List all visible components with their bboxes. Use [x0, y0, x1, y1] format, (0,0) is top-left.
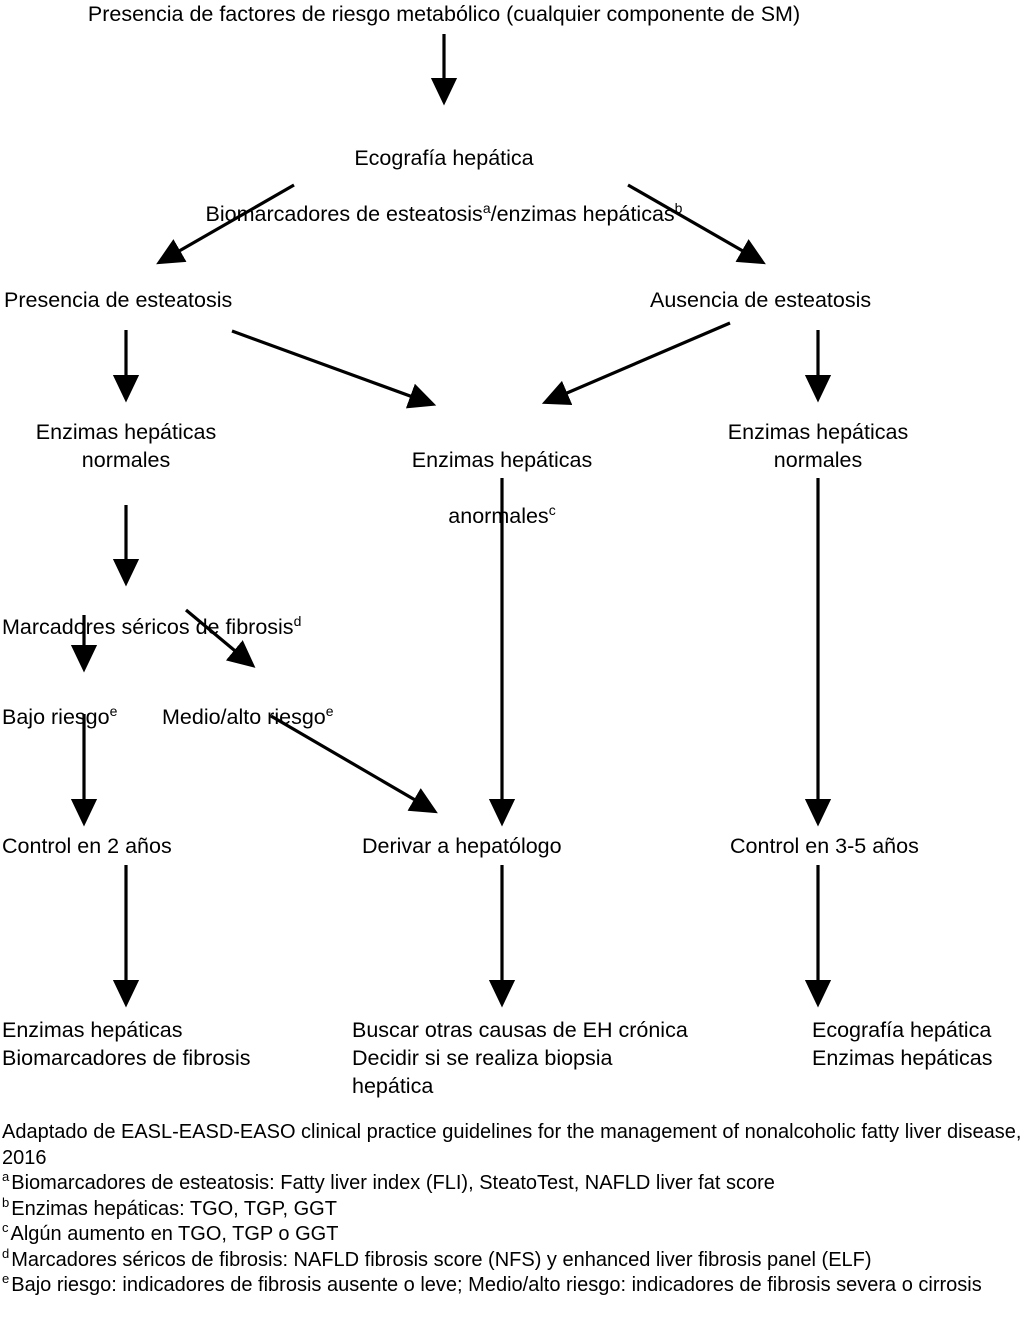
node-outcome-left: Enzimas hepáticas Biomarcadores de fibro…: [2, 1018, 251, 1070]
footnote-source: Adaptado de EASL-EASD-EASO clinical prac…: [2, 1121, 1022, 1169]
node-control-3-5-years: Control en 3-5 años: [730, 834, 919, 858]
node-outcome-mid: Buscar otras causas de EH crónica Decidi…: [352, 1018, 688, 1098]
footnote-text-b: Enzimas hepáticas: TGO, TGP, GGT: [11, 1197, 337, 1220]
node-steatosis-absent: Ausencia de esteatosis: [650, 288, 872, 312]
edge-ultrasound-to-steatosis-absent: [627, 183, 766, 265]
footnote-mark-a: a: [2, 1169, 10, 1185]
ultrasound-line-2-part-b: /enzimas hepáticas: [490, 202, 675, 226]
node-enzymes-normal-right: Enzimas hepáticas normales: [727, 420, 909, 472]
enzymes-abnormal-line-2: anormales: [448, 504, 549, 528]
node-steatosis-present: Presencia de esteatosis: [4, 288, 233, 312]
node-top-risk-factors: Presencia de factores de riesgo metabóli…: [87, 2, 801, 26]
footnote-mark-d: d: [2, 1245, 10, 1261]
node-control-2-years: Control en 2 años: [2, 834, 172, 858]
ultrasound-line-1: Ecografía hepática: [354, 146, 534, 170]
edge-steatosis-present-to-enzymes-abnormal: [231, 329, 437, 409]
edge-serum-markers-to-med-high-risk: [184, 608, 256, 668]
serum-markers-label: Marcadores séricos de fibrosis: [2, 615, 294, 639]
low-risk-label: Bajo riesgo: [2, 705, 110, 729]
footnote-text-a: Biomarcadores de esteatosis: Fatty liver…: [11, 1172, 775, 1194]
node-enzymes-normal-left: Enzimas hepáticas normales: [35, 420, 217, 472]
footnote-mark-b: b: [2, 1194, 10, 1210]
footnote-text-c: Algún aumento en TGO, TGP o GGT: [10, 1223, 339, 1245]
edge-med-high-risk-to-refer: [270, 714, 438, 814]
med-high-risk-label: Medio/alto riesgo: [162, 705, 326, 729]
edge-ultrasound-to-steatosis-present: [156, 183, 295, 265]
node-serum-fibrosis-markers: Marcadores séricos de fibrosisd: [2, 585, 422, 641]
enzymes-abnormal-line-1: Enzimas hepáticas: [411, 448, 593, 472]
ultrasound-line-2-part-a: Biomarcadores de esteatosis: [205, 202, 483, 226]
node-outcome-right: Ecografía hepática Enzimas hepáticas: [812, 1018, 993, 1070]
node-refer-hepatologist: Derivar a hepatólogo: [362, 834, 562, 858]
footnote-ref-e-low: e: [109, 702, 118, 719]
footnote-text-e: Bajo riesgo: indicadores de fibrosis aus…: [11, 1274, 982, 1296]
footnote-ref-a: a: [482, 199, 491, 216]
footnote-ref-d: d: [293, 612, 302, 629]
edge-steatosis-absent-to-enzymes-abnormal: [541, 321, 731, 405]
node-enzymes-abnormal-mid: Enzimas hepáticas anormalesc: [382, 418, 622, 530]
footnote-ref-e-high: e: [325, 702, 334, 719]
footnote-ref-c: c: [548, 501, 556, 518]
node-low-risk: Bajo riesgoe: [2, 675, 202, 731]
node-ultrasound-biomarkers: Ecografía hepática Biomarcadores de este…: [144, 116, 744, 228]
footnote-text-d: Marcadores séricos de fibrosis: NAFLD fi…: [11, 1248, 872, 1271]
footnote-mark-c: c: [2, 1220, 9, 1236]
footnote-mark-e: e: [2, 1271, 10, 1287]
footnote-ref-b: b: [674, 199, 683, 216]
footnotes-block: Adaptado de EASL-EASD-EASO clinical prac…: [2, 1120, 1022, 1299]
node-med-high-risk: Medio/alto riesgoe: [162, 675, 422, 731]
